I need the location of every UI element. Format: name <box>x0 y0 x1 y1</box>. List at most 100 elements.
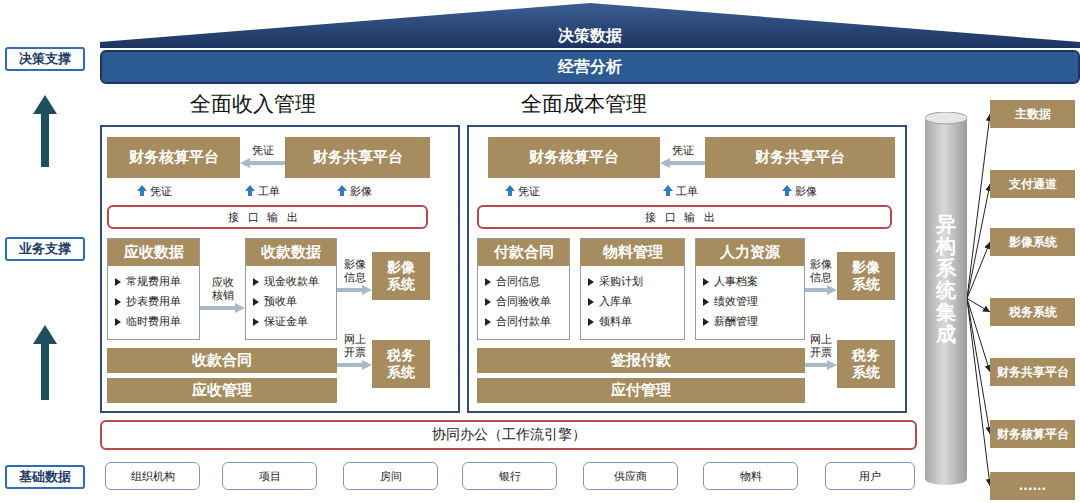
node-text: 应收管理 <box>192 381 252 400</box>
node-text: ...... <box>1019 479 1046 493</box>
bullet-mark <box>253 298 259 306</box>
node-text: 房间 <box>380 469 402 484</box>
data-box: 人力资源人事档案绩效管理薪酬管理 <box>695 238 805 340</box>
list-header: 人力资源 <box>696 239 804 266</box>
arrow-caption: 凭证 <box>518 184 540 199</box>
item-text: 合同验收单 <box>496 292 551 312</box>
system-box: 影像系统 <box>372 252 430 300</box>
base-data-box: 项目 <box>222 462 317 490</box>
node-text: 协同办公（工作流引擎） <box>432 426 586 444</box>
edge-label: 凭证 <box>252 144 274 158</box>
process-band: 收款合同 <box>107 348 337 373</box>
node-text: 财务核算平台 <box>129 148 219 167</box>
workflow-band: 协同办公（工作流引擎） <box>100 420 917 450</box>
integration-link <box>967 114 990 299</box>
node-text: 接口输出 <box>228 210 307 225</box>
list-header: 应收数据 <box>108 239 199 266</box>
node-text: 业务支撑 <box>19 240 71 258</box>
bullet-mark <box>485 298 491 306</box>
node-text: 组织机构 <box>131 469 175 484</box>
list-heading: 人力资源 <box>720 243 780 262</box>
platform-box: 财务核算平台 <box>107 137 240 178</box>
node-text: 基础数据 <box>19 468 71 486</box>
node-text: 物料 <box>740 469 762 484</box>
external-system-box: 影像系统 <box>990 228 1075 256</box>
node-text: 主数据 <box>1015 106 1051 123</box>
item-text: 常规费用单 <box>126 272 181 292</box>
item-text: 现金收款单 <box>264 272 319 292</box>
panel-heading: 全面收入管理 <box>190 90 316 118</box>
node-text: 银行 <box>499 469 521 484</box>
node-text: 财务共享平台 <box>997 364 1069 381</box>
flow-arrow <box>666 161 705 165</box>
arrow-caption: 工单 <box>676 184 698 199</box>
list-item: 抄表费用单 <box>108 292 199 312</box>
edge-label: 影像信息 <box>809 258 833 286</box>
base-data-box: 供应商 <box>583 462 678 490</box>
edge-label: 网上开票 <box>809 333 833 361</box>
node-text: 收款合同 <box>192 351 252 370</box>
interface-band: 接口输出 <box>107 205 428 229</box>
list-heading: 付款合同 <box>494 243 554 262</box>
bullet-mark <box>115 278 121 286</box>
system-box: 税务系统 <box>837 340 895 388</box>
flow-arrow <box>337 363 366 367</box>
cylinder-top <box>925 112 967 124</box>
integration-link <box>967 184 990 299</box>
arrow-caption: 影像 <box>350 184 372 199</box>
up-arrow <box>33 95 57 167</box>
list-heading: 物料管理 <box>603 243 663 262</box>
bullet-mark <box>115 298 121 306</box>
arrow-caption: 影像 <box>795 184 817 199</box>
node-text: 用户 <box>859 469 881 484</box>
management-panel: 全面收入管理财务核算平台财务共享平台接口输出应收数据常规费用单抄表费用单临时费用… <box>100 125 460 413</box>
bullet-mark <box>485 318 491 326</box>
node-text: 财务核算平台 <box>529 148 619 167</box>
external-system-box: 主数据 <box>990 100 1075 128</box>
external-system-box: 财务共享平台 <box>990 358 1075 386</box>
node-text: 应付管理 <box>611 381 671 400</box>
list-item: 保证金单 <box>246 312 336 332</box>
integration-cylinder: 异构系统集成 <box>925 112 967 485</box>
data-box: 应收数据常规费用单抄表费用单临时费用单 <box>107 238 200 340</box>
list-item: 采购计划 <box>581 272 684 292</box>
edge-label: 网上开票 <box>342 333 366 361</box>
node-text: 经营分析 <box>558 57 622 78</box>
external-system-box: 财务核算平台 <box>990 420 1075 448</box>
system-box: 影像系统 <box>837 252 895 300</box>
bullet-mark <box>115 318 121 326</box>
flow-arrow <box>337 288 366 292</box>
list-item: 薪酬管理 <box>696 312 804 332</box>
item-text: 入库单 <box>599 292 632 312</box>
layer-label: 业务支撑 <box>5 237 85 261</box>
list-item: 常规费用单 <box>108 272 199 292</box>
node-text: 供应商 <box>614 469 647 484</box>
base-data-box: 组织机构 <box>105 462 200 490</box>
process-band: 应收管理 <box>107 378 337 403</box>
node-text: 财务共享平台 <box>755 148 845 167</box>
item-text: 预收单 <box>264 292 297 312</box>
external-system-box: 支付通道 <box>990 170 1075 198</box>
node-text: 支付通道 <box>1009 176 1057 193</box>
node-text: 项目 <box>259 469 281 484</box>
flow-arrow <box>805 363 831 367</box>
up-arrow <box>33 325 57 400</box>
item-text: 合同信息 <box>496 272 540 292</box>
external-system-box: 税务系统 <box>990 298 1075 326</box>
list-item: 预收单 <box>246 292 336 312</box>
layer-label: 决策支撑 <box>5 47 85 71</box>
item-text: 合同付款单 <box>496 312 551 332</box>
bullet-mark <box>703 318 709 326</box>
platform-box: 财务共享平台 <box>705 137 895 178</box>
list-item: 合同付款单 <box>478 312 569 332</box>
bullet-mark <box>588 318 594 326</box>
list-header: 付款合同 <box>478 239 569 266</box>
edge-label: 影像信息 <box>342 258 366 286</box>
edge-label: 应收核销 <box>210 276 234 304</box>
node-text: 影像系统 <box>851 259 882 293</box>
list-item: 绩效管理 <box>696 292 804 312</box>
list-item: 入库单 <box>581 292 684 312</box>
list-item: 领料单 <box>581 312 684 332</box>
node-text: 税务系统 <box>386 347 417 381</box>
